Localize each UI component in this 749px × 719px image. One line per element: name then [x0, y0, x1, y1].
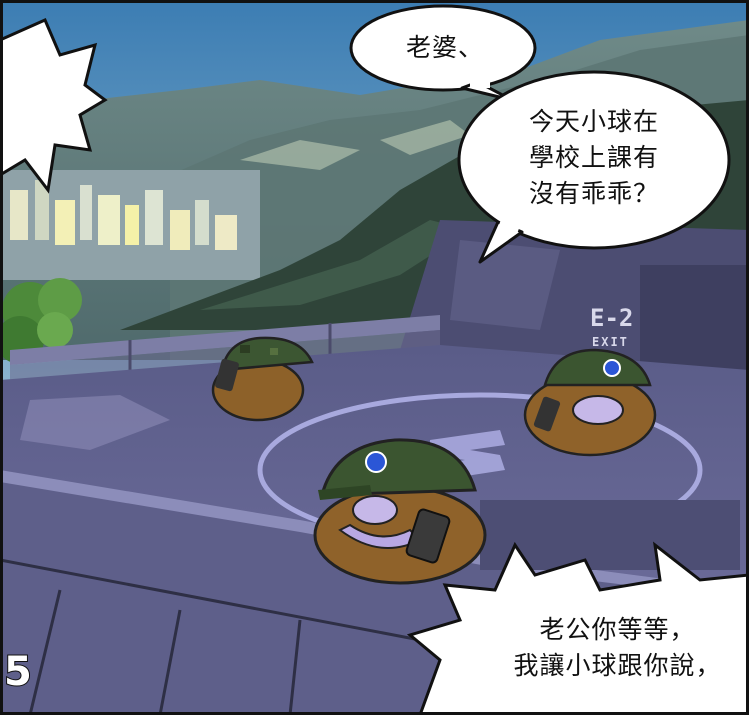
- forest-slope-highlight: [200, 220, 470, 310]
- speech-bubble-2: [457, 70, 731, 250]
- dialogue-bubble-3: 老公你等等， 我讓小球跟你說，: [513, 615, 722, 680]
- dialogue-bubble-2: 今天小球在 學校上課有 沒有乖乖？: [528, 107, 659, 208]
- speech-bubble-1: [349, 4, 537, 92]
- panel-number: 5: [3, 649, 33, 695]
- spiky-bubble-top-left: [0, 18, 108, 194]
- character-front: [313, 438, 487, 585]
- mountain-highlight: [240, 120, 470, 170]
- roof-shadow: [20, 395, 170, 450]
- character-back-left: [211, 336, 314, 422]
- dialogue-bubble-1: 老婆、: [405, 33, 484, 62]
- exit-sign-code: E-2: [590, 304, 633, 332]
- spiky-bubble-bottom-right: [406, 541, 749, 717]
- exit-sign-label: EXIT: [592, 335, 629, 349]
- city-skyline: [0, 170, 260, 280]
- character-right: [523, 348, 657, 457]
